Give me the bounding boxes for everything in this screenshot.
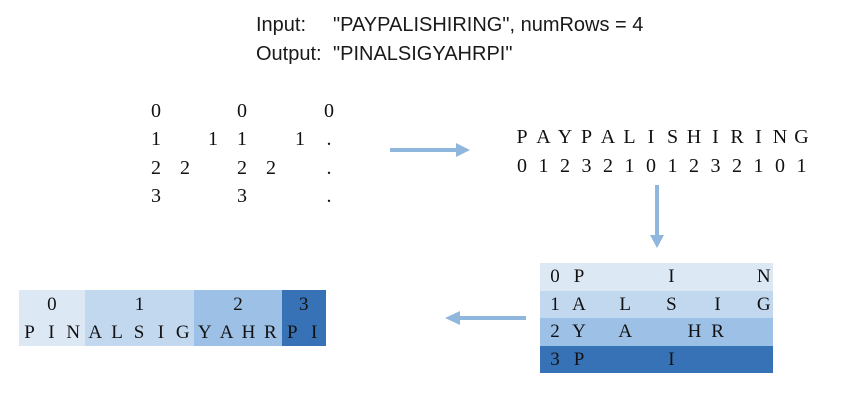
sequence-letter: I: [755, 126, 762, 148]
zigzag-cell: 2: [266, 157, 276, 179]
row-letter: R: [711, 321, 724, 342]
zigzag-cell: 1: [208, 128, 218, 150]
sequence-letter: A: [600, 126, 616, 148]
sequence-index: 1: [624, 155, 635, 177]
sequence-index: 0: [517, 155, 527, 177]
sequence-letter: A: [536, 126, 551, 148]
sequence-letter: G: [794, 126, 809, 148]
zigzag-cell: 0: [151, 100, 161, 122]
input-label: Input:: [256, 14, 307, 36]
arrow-left-icon: [444, 311, 526, 325]
zigzag-cell: 2: [237, 157, 247, 179]
result-group: [194, 290, 282, 346]
sequence-index: 0: [775, 155, 785, 177]
row-letter: P: [573, 348, 585, 370]
zigzag-cell: 3: [237, 185, 247, 207]
zigzag-cell: .: [326, 128, 332, 150]
zigzag-cell: 0: [324, 100, 334, 122]
row-letter: I: [714, 293, 721, 315]
result-letter: S: [133, 322, 145, 343]
row-letter: N: [756, 266, 771, 287]
result-letter: A: [219, 322, 234, 343]
sequence-index: 2: [732, 155, 742, 177]
sequence-letter: I: [712, 126, 719, 148]
sequence-letter: S: [666, 126, 679, 148]
result-group: [19, 290, 85, 346]
result-letter: I: [157, 322, 165, 343]
result-group: [84, 290, 195, 346]
sequence-index: 2: [689, 155, 699, 177]
sequence-letter: P: [580, 126, 593, 148]
sequence-letter: L: [623, 126, 636, 148]
row-letter: G: [756, 293, 771, 315]
arrow-down-icon: [650, 185, 664, 249]
zigzag-cell: 2: [151, 157, 161, 179]
output-label: Output:: [256, 43, 322, 65]
result-letter: P: [24, 322, 35, 343]
result-letter: L: [111, 322, 123, 343]
sequence-letter: R: [730, 126, 744, 148]
sequence-index: 3: [710, 155, 721, 177]
result-letter: I: [311, 322, 318, 343]
result-letter: A: [88, 322, 103, 343]
row-index: 3: [550, 348, 560, 370]
sequence-index: 1: [667, 155, 678, 177]
row-index: 0: [550, 266, 560, 287]
input-value: "PAYPALISHIRING", numRows = 4: [333, 14, 644, 36]
row-letter: S: [666, 293, 677, 315]
row-letter: H: [687, 321, 702, 342]
output-value: "PINALSIGYAHRPI": [333, 43, 513, 65]
row-letter: A: [572, 293, 586, 315]
result-group: [281, 290, 326, 346]
sequence-index: 3: [581, 155, 592, 177]
row-letter: I: [668, 266, 675, 287]
result-letter: P: [287, 322, 298, 343]
row-letter: A: [618, 321, 633, 342]
row-index: 1: [550, 293, 560, 315]
sequence-letter: H: [686, 126, 702, 148]
zigzag-cell: 1: [151, 128, 161, 150]
result-letter: Y: [197, 322, 212, 343]
sequence-index: 1: [538, 155, 549, 177]
result-group-index: 3: [298, 294, 309, 315]
zigzag-cell: 3: [151, 185, 161, 207]
sequence-index: 1: [796, 155, 807, 177]
result-letter: N: [66, 322, 81, 343]
result-group-index: 0: [47, 294, 57, 315]
zigzag-cell: .: [326, 157, 332, 179]
zigzag-cell: 1: [295, 128, 305, 150]
sequence-index: 1: [753, 155, 764, 177]
sequence-letter: Y: [557, 126, 573, 148]
result-group-index: 1: [134, 294, 145, 315]
zigzag-cell: 2: [180, 157, 190, 179]
row-letter: P: [573, 266, 585, 287]
sequence-index: 2: [603, 155, 613, 177]
row-letter: Y: [572, 321, 586, 342]
row-letter: I: [668, 348, 675, 370]
result-letter: H: [241, 322, 256, 343]
sequence-letter: P: [516, 126, 528, 148]
arrow-right-icon: [390, 143, 472, 157]
sequence-letter: N: [772, 126, 788, 148]
row-index: 2: [550, 321, 560, 342]
result-group-index: 2: [233, 294, 243, 315]
sequence-index: 0: [646, 155, 656, 177]
row-letter: L: [619, 293, 631, 315]
zigzag-cell: .: [326, 185, 332, 207]
result-letter: G: [175, 322, 190, 343]
zigzag-cell: 1: [237, 128, 247, 150]
sequence-letter: I: [647, 126, 655, 148]
zigzag-cell: 0: [237, 100, 247, 122]
result-letter: I: [48, 322, 55, 343]
result-letter: R: [264, 322, 277, 343]
sequence-index: 2: [560, 155, 570, 177]
